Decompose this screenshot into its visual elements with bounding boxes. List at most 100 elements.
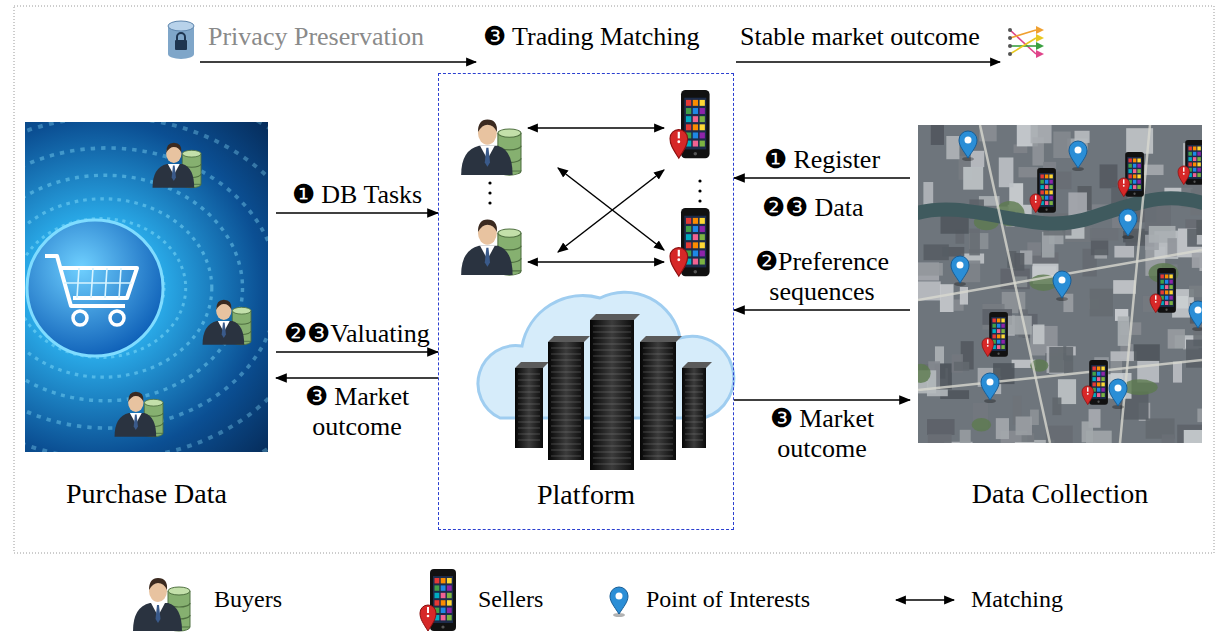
app-icon — [1160, 274, 1163, 278]
hair — [166, 143, 181, 153]
pin-mark — [987, 339, 988, 343]
app-icon — [1188, 152, 1191, 156]
app-icon — [700, 132, 705, 138]
city-block — [1052, 398, 1061, 416]
server-slot — [518, 380, 540, 381]
data-stream — [25, 122, 268, 452]
app-icon — [693, 218, 698, 224]
poi-icon — [959, 131, 977, 161]
city-block — [1184, 430, 1202, 443]
database-top — [168, 21, 194, 31]
seller-icon — [1118, 152, 1144, 197]
phone-button — [1133, 193, 1135, 195]
suit — [461, 146, 512, 175]
process-title: Stable market outcome — [740, 22, 980, 52]
poi-icon — [1069, 141, 1087, 171]
city-block — [1016, 416, 1032, 435]
app-icon — [1092, 382, 1095, 386]
server-slot — [643, 354, 673, 355]
city-block — [1197, 235, 1202, 245]
app-icon — [1101, 382, 1104, 386]
app-icon — [1169, 274, 1172, 278]
server-tower — [548, 336, 590, 460]
city-block — [1100, 164, 1118, 188]
app-icon — [693, 250, 698, 256]
match-line — [1010, 38, 1036, 54]
server-slot — [518, 440, 540, 441]
app-icon — [686, 124, 691, 130]
app-icon — [1165, 296, 1168, 300]
app-icon — [1040, 190, 1043, 194]
city-block — [1168, 329, 1185, 348]
pin-shape — [1030, 194, 1042, 213]
app-icon — [1101, 388, 1104, 392]
flow-arrow — [734, 399, 910, 401]
app-icon — [1045, 196, 1048, 200]
red-pin — [1118, 178, 1130, 197]
phone-button — [694, 270, 698, 274]
server-slot — [643, 384, 673, 385]
tie — [156, 605, 161, 623]
phone-button — [1193, 181, 1195, 183]
suit — [115, 413, 157, 437]
app-icon — [1092, 372, 1095, 376]
server-slot — [685, 398, 703, 399]
pin-shape — [1069, 141, 1087, 168]
app-icon — [693, 108, 698, 114]
app-icon — [693, 259, 698, 265]
app-icon — [1092, 377, 1095, 381]
cart-wheel — [110, 311, 124, 325]
app-icon — [1045, 201, 1048, 205]
legend-text: Matching — [971, 586, 1063, 614]
server-slot — [551, 378, 581, 379]
data-stream — [25, 148, 268, 428]
data-stream — [25, 122, 268, 452]
city-block — [1033, 325, 1045, 345]
server-slot — [685, 434, 703, 435]
server-slot — [518, 422, 540, 423]
app-icon — [435, 600, 440, 605]
ellipsis-dot — [488, 181, 491, 184]
lock-shackle — [177, 33, 185, 41]
server-slot — [551, 408, 581, 409]
city-block — [1090, 289, 1113, 317]
hair — [128, 392, 143, 402]
server-slot — [593, 440, 631, 441]
city-block — [1015, 253, 1025, 271]
pin-dot — [1075, 147, 1082, 154]
pin-mark — [678, 250, 680, 257]
flow-arrow — [734, 177, 910, 179]
app-icon — [1193, 173, 1196, 177]
server-slot — [551, 432, 581, 433]
server-slot — [643, 360, 673, 361]
cart-symbol — [45, 256, 137, 325]
seller-icon — [1150, 268, 1176, 313]
app-icon — [441, 593, 446, 598]
match-dot — [1008, 44, 1012, 48]
app-icon — [686, 100, 691, 106]
server-slot — [593, 344, 631, 345]
red-pin — [420, 605, 436, 631]
tie — [485, 248, 490, 267]
phone-button — [1045, 209, 1047, 211]
app-icon — [1049, 174, 1052, 178]
app-icon — [1040, 185, 1043, 189]
red-pin — [1178, 166, 1190, 185]
seller-icon — [670, 90, 710, 158]
server-tower — [515, 362, 549, 448]
city-block — [1082, 421, 1093, 442]
match-triangle — [1036, 42, 1044, 50]
app-icon — [1097, 388, 1100, 392]
app-icon — [700, 242, 705, 248]
red-pin — [1030, 194, 1042, 213]
matching-arrow — [896, 599, 954, 601]
data-stream — [25, 122, 268, 452]
app-icon — [1137, 158, 1140, 162]
app-icon — [700, 226, 705, 232]
app-icon — [1133, 169, 1136, 173]
ellipsis-dot — [698, 179, 701, 182]
app-icon — [1092, 366, 1095, 370]
tie — [134, 415, 138, 430]
